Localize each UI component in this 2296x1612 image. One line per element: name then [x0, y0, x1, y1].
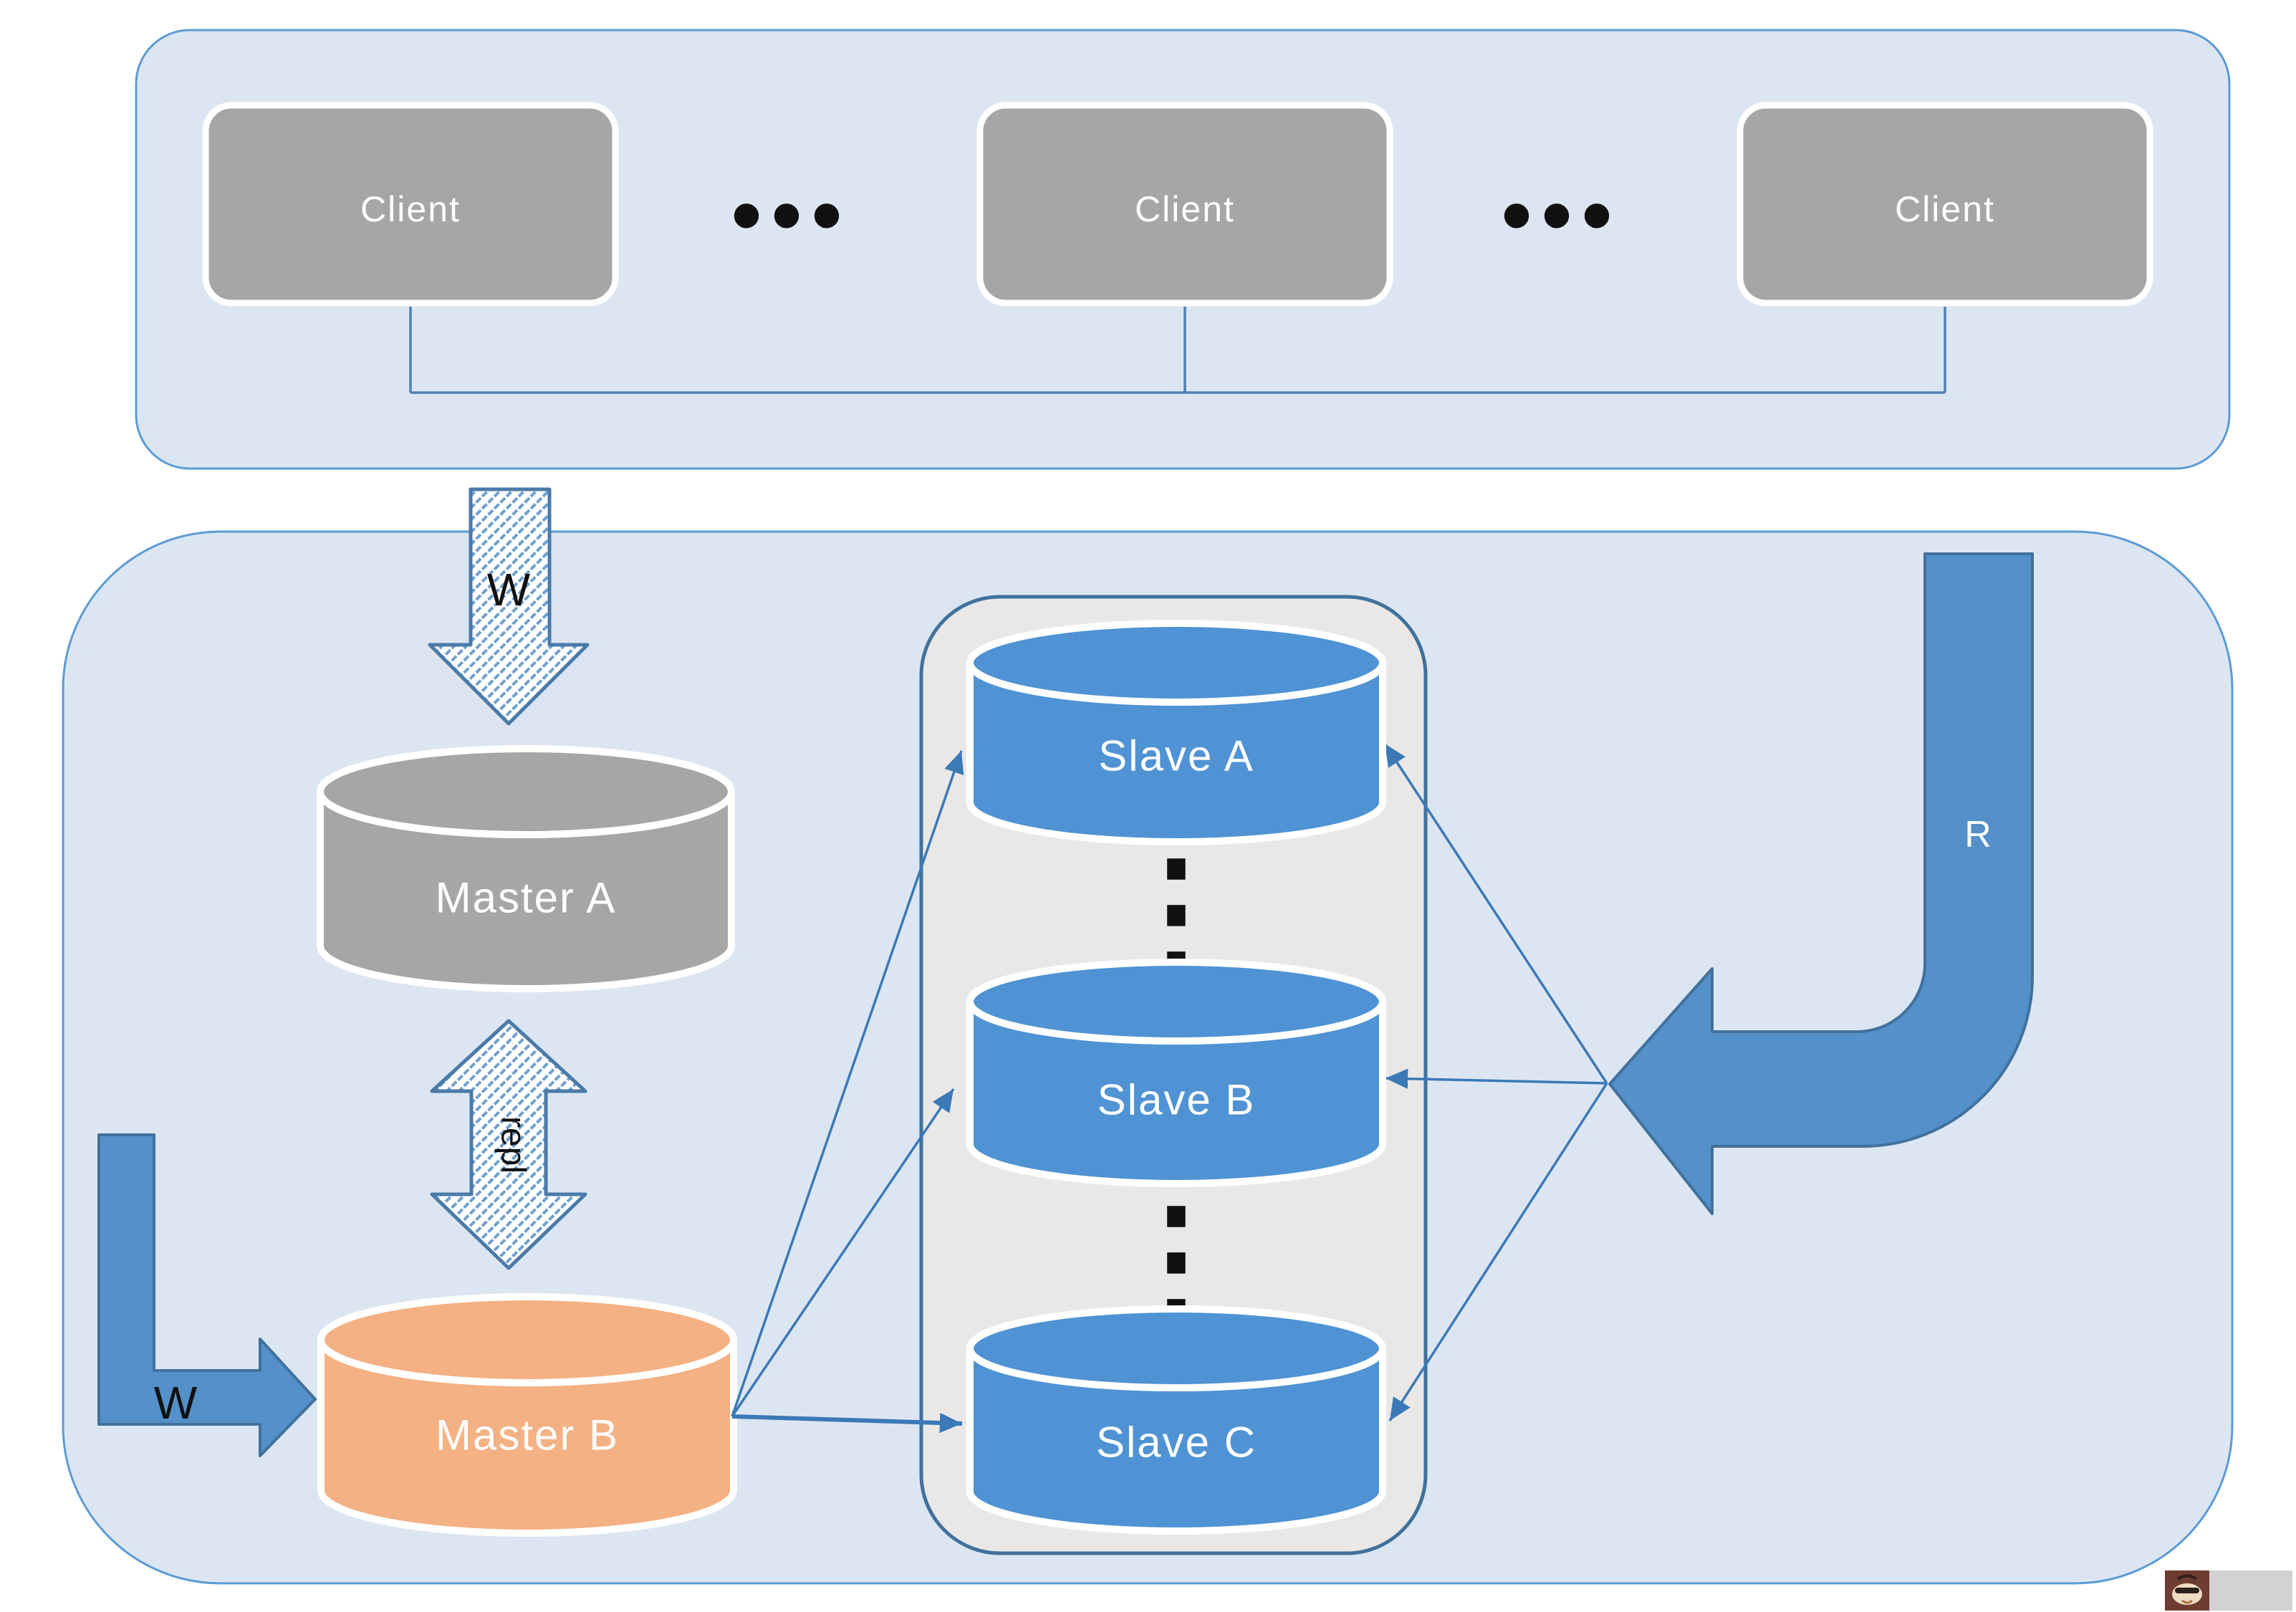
read-arrow: R — [1608, 552, 2034, 1215]
write-arrow-left: W — [97, 1133, 317, 1457]
connector-masterb-slavea — [731, 750, 964, 1417]
master-a-cylinder: Master A — [317, 745, 735, 992]
slave-a-label: Slave A — [1098, 732, 1254, 780]
client-box — [1737, 102, 2153, 307]
client-box — [976, 102, 1393, 307]
slave-c-label: Slave C — [1096, 1419, 1257, 1467]
slave-a-cylinder: Slave A — [966, 620, 1386, 845]
master-a-label: Master A — [436, 874, 617, 922]
clients-ellipsis-icon: ••• — [1502, 167, 1622, 263]
watermark-glasses — [2175, 1588, 2199, 1593]
write-arrow-left-label: W — [154, 1377, 198, 1429]
watermark-hair — [2176, 1574, 2198, 1580]
write-arrow-top: W — [428, 487, 590, 726]
watermark — [2165, 1570, 2292, 1611]
client-box-3: Client — [1737, 102, 2153, 307]
client-box-1: Client — [202, 102, 619, 307]
slave-c-cylinder: Slave C — [966, 1305, 1386, 1535]
write-elbow-arrow-icon — [97, 1133, 317, 1457]
cylinder-top — [317, 1293, 737, 1386]
client-box — [202, 102, 619, 307]
replication-arrow: repl — [430, 1019, 587, 1270]
write-arrow-down-icon — [428, 487, 590, 726]
master-b-cylinder: Master B — [317, 1293, 737, 1537]
slave-b-label: Slave B — [1097, 1076, 1256, 1124]
clients-ellipsis-icon: ••• — [731, 167, 852, 263]
cylinder-top — [966, 959, 1386, 1045]
read-elbow-arrow-icon — [1608, 552, 2034, 1215]
connector-masterb-slavec — [731, 1412, 963, 1434]
client-label: Client — [1135, 189, 1235, 229]
watermark-smile — [2181, 1599, 2193, 1604]
cylinder-top — [317, 745, 735, 838]
repl-arrow-label: repl — [494, 1116, 532, 1174]
repl-double-arrow-icon — [430, 1019, 587, 1270]
client-label: Client — [360, 189, 461, 229]
client-box-2: Client — [976, 102, 1393, 307]
connector-read-slavea — [1383, 743, 1608, 1084]
connector-read-slavec — [1388, 1083, 1608, 1421]
master-b-label: Master B — [436, 1411, 619, 1459]
cylinder-top — [966, 1305, 1386, 1391]
client-label: Client — [1895, 189, 1995, 229]
write-arrow-top-label: W — [487, 564, 531, 615]
client-bus-connector — [409, 307, 1946, 394]
cylinder-top — [966, 620, 1386, 706]
read-arrow-label: R — [1964, 814, 1993, 855]
slave-b-cylinder: Slave B — [966, 959, 1386, 1187]
connector-read-slaveb — [1385, 1068, 1608, 1089]
connector-masterb-slaveb — [731, 1088, 955, 1417]
